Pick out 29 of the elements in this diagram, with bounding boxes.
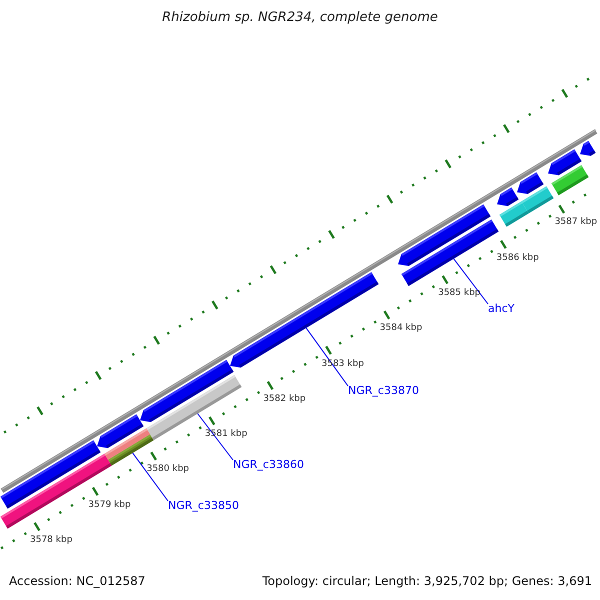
footer-text: Topology: circular; Length: 3,925,702 bp; Genes: 3,691 bbox=[262, 573, 592, 589]
tick-label: 3579 kbp bbox=[88, 500, 131, 511]
tick-label: 3582 kbp bbox=[263, 394, 306, 405]
tick-label: 3578 kbp bbox=[30, 535, 72, 546]
gene-label: NGR_c33860 bbox=[233, 458, 304, 472]
tick-label: 3587 kbp bbox=[554, 217, 598, 228]
gene-label: ahcY bbox=[488, 302, 514, 316]
title: Rhizobium sp. NGR234, complete genome bbox=[161, 10, 439, 25]
gene-feature bbox=[398, 204, 491, 266]
gene-feature bbox=[140, 360, 234, 422]
tick-label: 3586 kbp bbox=[496, 252, 539, 264]
leader-line bbox=[132, 452, 168, 502]
tick-label: 3580 kbp bbox=[146, 464, 189, 476]
gene-feature bbox=[551, 165, 589, 196]
leader-line bbox=[453, 258, 488, 304]
gene-feature bbox=[0, 454, 112, 529]
gene-label: NGR_c33850 bbox=[168, 499, 239, 513]
footer-text: Accession: NC_012587 bbox=[9, 573, 146, 589]
gene-feature bbox=[580, 140, 596, 156]
gene-feature bbox=[497, 187, 519, 206]
leader-line bbox=[306, 327, 348, 386]
tick-label: 3584 kbp bbox=[380, 323, 422, 334]
gene-feature bbox=[104, 428, 150, 460]
gene-feature bbox=[230, 272, 379, 368]
gene-feature bbox=[517, 172, 544, 194]
gene-feature bbox=[521, 186, 554, 214]
leader-line bbox=[197, 413, 234, 460]
tick-label: 3585 kbp bbox=[438, 288, 480, 299]
gene-label: NGR_c33870 bbox=[348, 384, 419, 398]
